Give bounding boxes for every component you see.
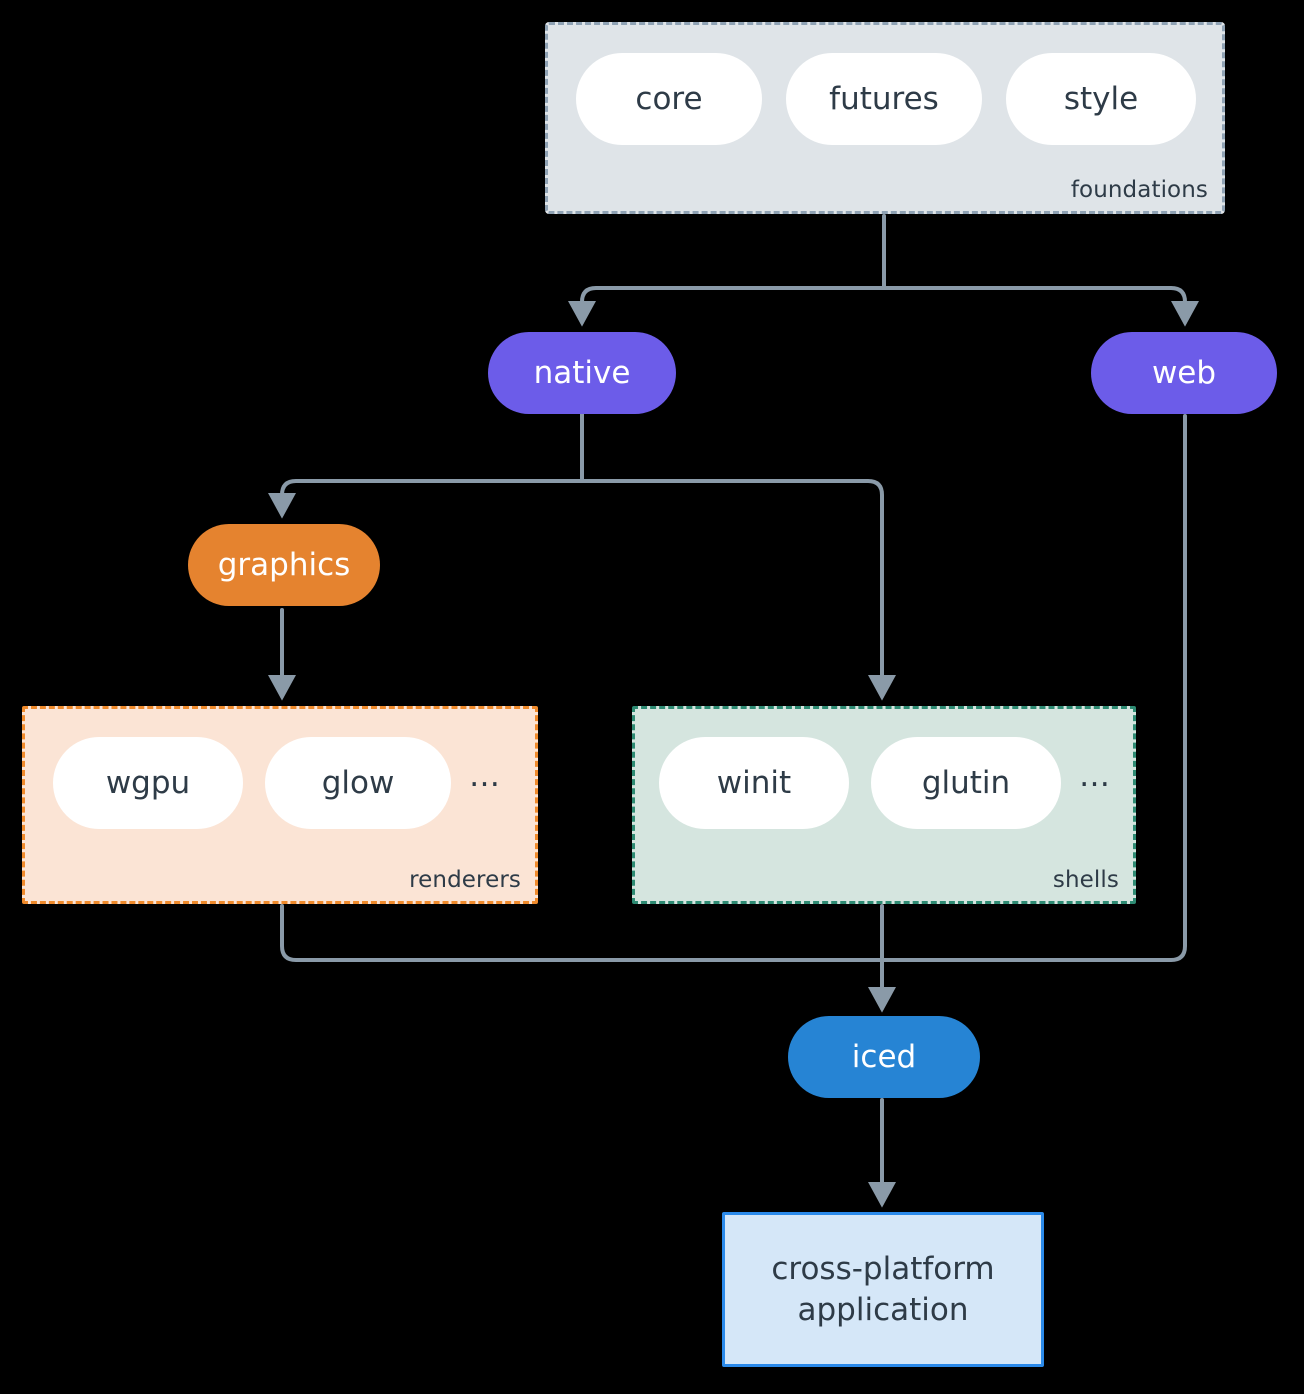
cluster-foundations: core futures style foundations [545, 22, 1225, 214]
cluster-shells: winit glutin … shells [632, 706, 1136, 904]
pill-glutin[interactable]: glutin [871, 737, 1061, 829]
application-line-2: application [797, 1291, 969, 1328]
pill-winit[interactable]: winit [659, 737, 849, 829]
cluster-shells-items: winit glutin … [659, 737, 1110, 829]
edge-foundations-web [882, 286, 1199, 327]
pill-wgpu[interactable]: wgpu [53, 737, 243, 829]
cluster-renderers: wgpu glow … renderers [22, 706, 538, 904]
edge-native-graphics [268, 479, 584, 519]
cluster-shells-label: shells [1052, 867, 1119, 893]
pill-futures[interactable]: futures [786, 53, 982, 145]
shells-ellipsis: … [1079, 757, 1110, 794]
edge-renderers-iced [280, 904, 884, 962]
cluster-foundations-label: foundations [1070, 177, 1208, 203]
renderers-ellipsis: … [469, 757, 500, 794]
edge-foundations-native [568, 286, 886, 327]
node-graphics[interactable]: graphics [188, 524, 380, 606]
node-web[interactable]: web [1091, 332, 1277, 414]
node-application[interactable]: cross-platform application [722, 1212, 1044, 1367]
pill-style[interactable]: style [1006, 53, 1196, 145]
pill-glow[interactable]: glow [265, 737, 451, 829]
node-native[interactable]: native [488, 332, 676, 414]
cluster-foundations-items: core futures style [576, 53, 1196, 145]
edge-native-shells [580, 479, 896, 701]
cluster-renderers-label: renderers [409, 867, 521, 893]
node-iced[interactable]: iced [788, 1016, 980, 1098]
application-line-1: cross-platform [771, 1250, 995, 1287]
cluster-renderers-items: wgpu glow … [53, 737, 500, 829]
pill-core[interactable]: core [576, 53, 762, 145]
